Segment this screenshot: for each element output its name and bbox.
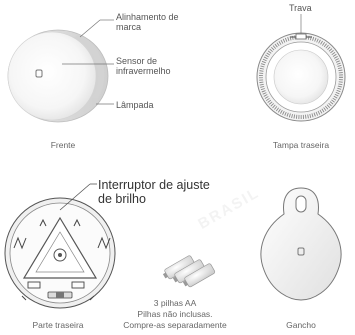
front-callout-lines <box>62 19 114 105</box>
hook-illustration <box>260 187 342 301</box>
back-cover-device <box>256 32 346 122</box>
batteries-buy-separately-label: Compre-as separadamente <box>123 320 227 330</box>
hook-caption: Gancho <box>286 320 316 330</box>
batteries-not-included-label: Pilhas não inclusas. <box>137 309 213 319</box>
back-cover-caption: Tampa traseira <box>272 140 330 150</box>
back-device <box>4 197 116 309</box>
lock-callout-label: Trava <box>289 3 312 13</box>
front-caption: Frente <box>50 140 76 150</box>
front-device <box>7 29 109 123</box>
switch-callout-line <box>59 183 91 211</box>
alignment-callout-label: Alinhamento de marca <box>116 12 179 32</box>
batteries-count-label: 3 pilhas AA <box>153 298 197 308</box>
brightness-switch-label: Interruptor de ajuste de brilho <box>98 178 210 206</box>
sensor-callout-label: Sensor de infravermelho <box>116 56 171 76</box>
lamp-callout-label: Lâmpada <box>116 100 154 110</box>
batteries-illustration <box>162 255 216 288</box>
back-caption: Parte traseira <box>32 320 84 330</box>
